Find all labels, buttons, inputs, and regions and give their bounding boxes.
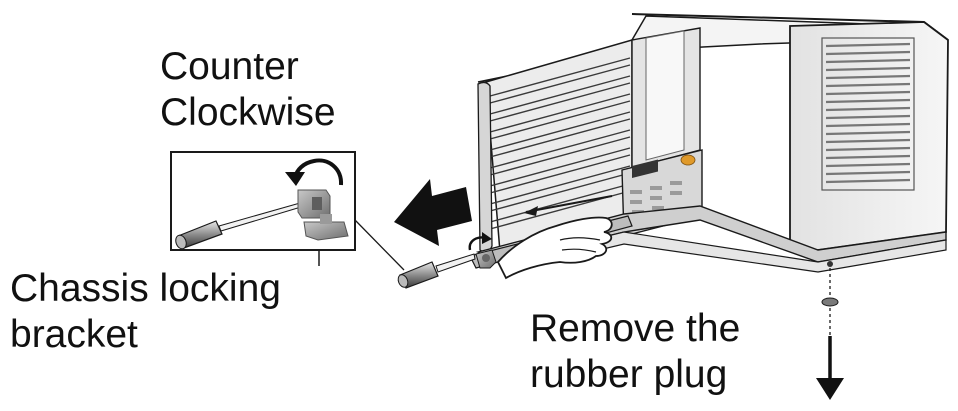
plug-label-line-2: rubber plug bbox=[530, 353, 728, 396]
screwdriver-icon bbox=[397, 253, 476, 289]
drain-hole bbox=[827, 261, 833, 267]
screwdriver-inset-icon bbox=[175, 202, 302, 250]
pull-left-arrow-icon bbox=[394, 179, 472, 246]
bracket-label-line-2: bracket bbox=[10, 313, 138, 356]
down-arrow-icon bbox=[816, 378, 844, 400]
detail-inset bbox=[170, 151, 405, 271]
plug-label-line-1: Remove the bbox=[530, 307, 741, 350]
hand-icon bbox=[496, 216, 613, 280]
chassis-bracket-icon bbox=[468, 232, 497, 269]
side-louvers bbox=[821, 37, 915, 191]
rotation-label-line-1: Counter bbox=[160, 45, 299, 88]
rubber-plug-callout bbox=[816, 261, 844, 400]
plug-label: Remove the rubber plug bbox=[530, 306, 740, 398]
pull-direction-line bbox=[525, 195, 613, 213]
rotation-label-line-2: Clockwise bbox=[160, 91, 336, 134]
front-grille bbox=[489, 57, 631, 230]
air-conditioner-unit bbox=[469, 13, 949, 273]
inset-pointer-line bbox=[354, 219, 405, 271]
rotation-label: Counter Clockwise bbox=[160, 44, 336, 136]
chassis-bracket-inset-icon bbox=[297, 189, 349, 241]
counter-clockwise-arrow-icon bbox=[285, 158, 344, 186]
bracket-label-line-1: Chassis locking bbox=[10, 267, 281, 310]
bracket-label: Chassis locking bracket bbox=[10, 266, 281, 358]
rubber-plug-icon bbox=[821, 297, 839, 307]
